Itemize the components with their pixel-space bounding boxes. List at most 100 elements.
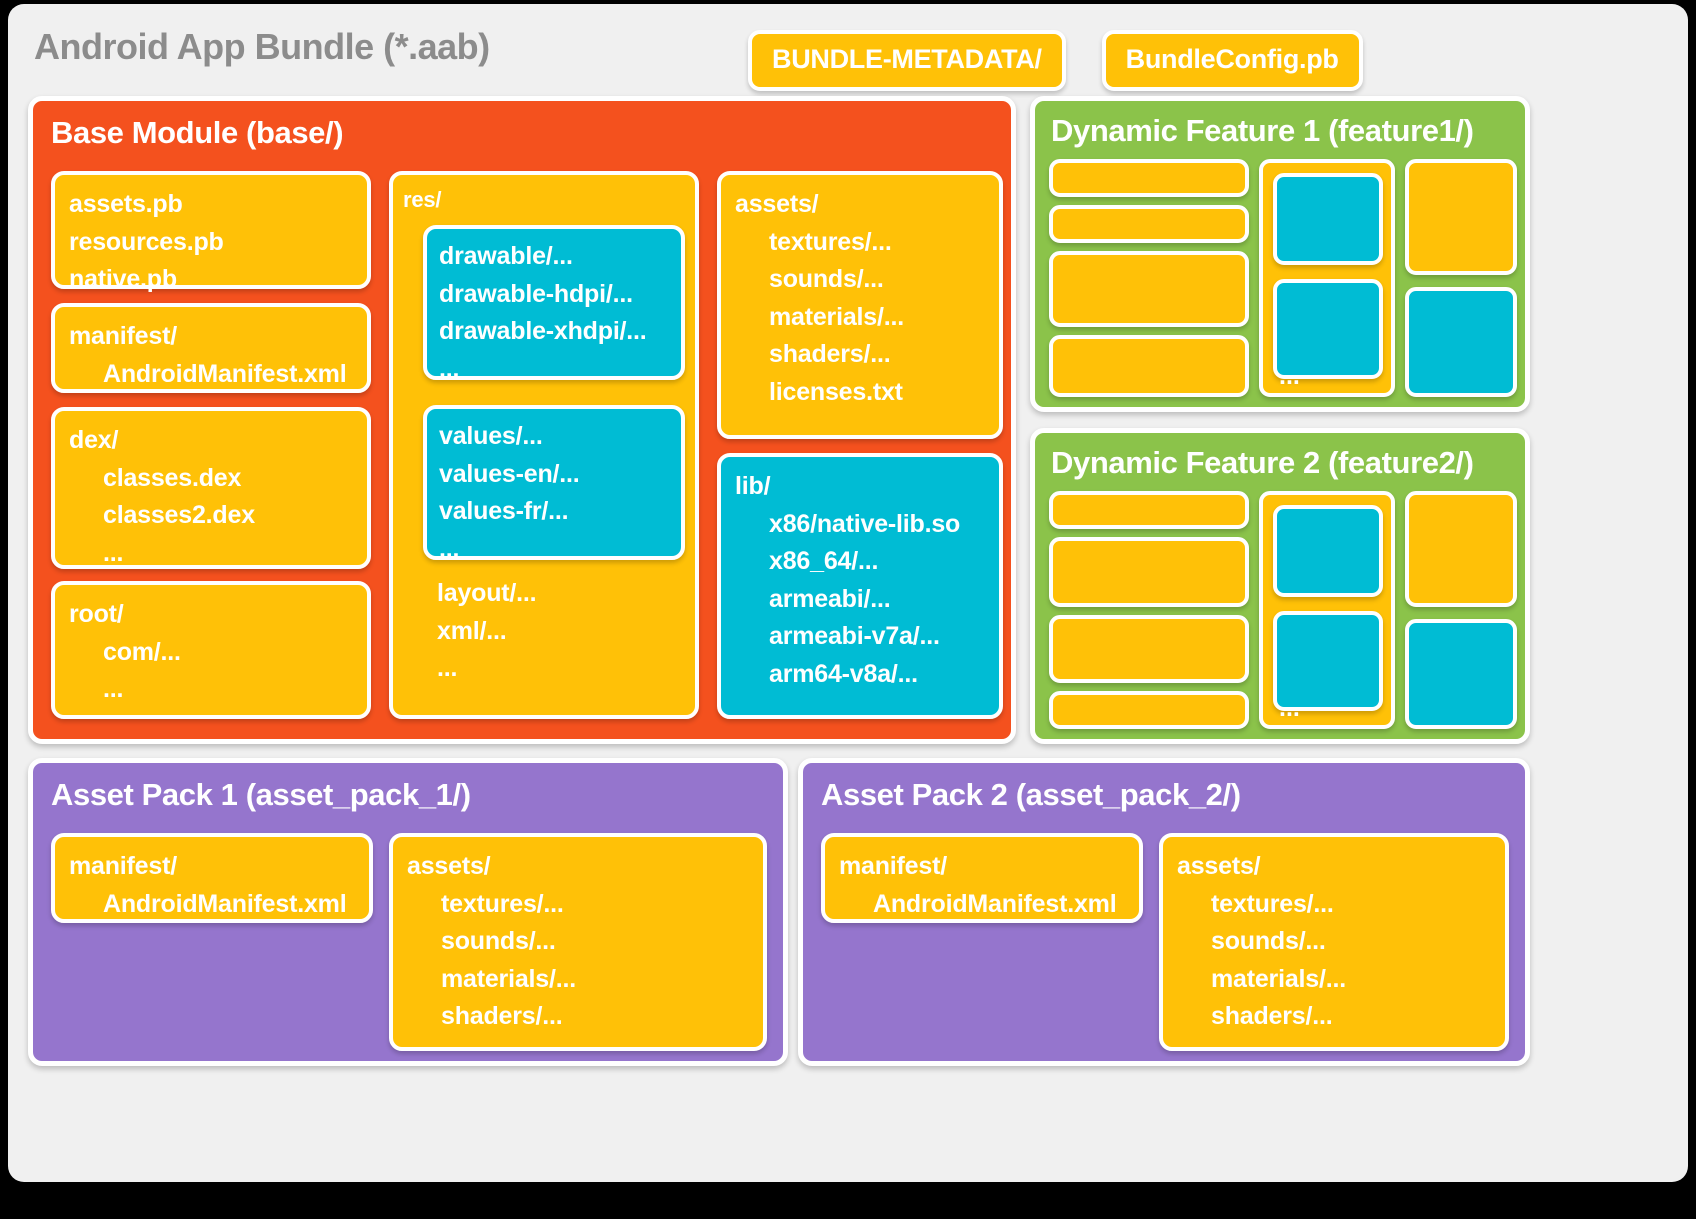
res-ellipsis: ... [437,654,458,682]
drawable-ellipsis: ... [439,354,460,383]
dex-ellipsis: ... [103,538,124,567]
feature1-bar-3[interactable] [1049,251,1249,327]
feature1-right-amber[interactable] [1405,159,1517,275]
ap1-assets-child-materials: materials/... [441,964,576,993]
feature1-cyan-box-1[interactable] [1273,173,1383,265]
res-line-xml: xml/... [437,616,507,645]
feature2-bar-4[interactable] [1049,691,1249,729]
res-extra-lines: layout/... xml/... ... [437,575,537,688]
values-line-2: values-en/... [439,459,580,488]
asset-pack-1-manifest-card[interactable]: manifest/ AndroidManifest.xml [51,833,373,923]
asset-pack-1-assets-card[interactable]: assets/ textures/... sounds/... material… [389,833,767,1051]
dynamic-feature-1-panel[interactable]: Dynamic Feature 1 (feature1/) ... [1030,96,1530,412]
feature2-right-cyan[interactable] [1405,619,1517,729]
feature1-group-card[interactable]: ... [1259,159,1395,397]
bundle-header: Android App Bundle (*.aab) BUNDLE-METADA… [8,4,1688,100]
dex-child-classes2: classes2.dex [103,501,255,529]
protos-line-native: native.pb [69,265,177,293]
asset-pack-2-manifest-card[interactable]: manifest/ AndroidManifest.xml [821,833,1143,923]
ap1-assets-label: assets/ [407,852,491,880]
drawable-line-3: drawable-xhdpi/... [439,317,647,345]
asset-pack-2-title: Asset Pack 2 (asset_pack_2/) [821,777,1241,812]
base-module-title: Base Module (base/) [51,115,344,150]
drawable-line-1: drawable/... [439,242,573,270]
feature2-ellipsis: ... [1279,694,1300,722]
asset-pack-1-title: Asset Pack 1 (asset_pack_1/) [51,777,471,812]
feature2-cyan-box-1[interactable] [1273,505,1383,597]
root-child-com: com/... [103,637,181,666]
drawable-line-2: drawable-hdpi/... [439,279,633,308]
base-root-card[interactable]: root/ com/... ... [51,581,371,719]
feature1-bar-2[interactable] [1049,205,1249,243]
feature2-right-amber[interactable] [1405,491,1517,607]
res-values-box[interactable]: values/... values-en/... values-fr/... .… [423,405,685,563]
dynamic-feature-2-title: Dynamic Feature 2 (feature2/) [1051,445,1474,480]
dex-label: dex/ [69,426,119,454]
ap2-assets-child-sounds: sounds/... [1211,927,1326,955]
asset-pack-2-assets-card[interactable]: assets/ textures/... sounds/... material… [1159,833,1509,1051]
assets-child-sounds: sounds/... [769,265,884,293]
res-label: res/ [403,187,442,212]
manifest-child-androidmanifest: AndroidManifest.xml [103,359,347,388]
root-label: root/ [69,600,124,628]
assets-child-materials: materials/... [769,302,904,331]
ap2-assets-label: assets/ [1177,852,1261,880]
ap2-assets-child-shaders: shaders/... [1211,1002,1333,1030]
badge-bundle-config[interactable]: BundleConfig.pb [1101,30,1363,91]
feature2-bar-2[interactable] [1049,537,1249,607]
feature2-bar-1[interactable] [1049,491,1249,529]
lib-child-arm64-v8a: arm64-v8a/... [769,659,918,688]
protos-line-resources: resources.pb [69,227,224,256]
feature2-group-card[interactable]: ... [1259,491,1395,729]
base-dex-card[interactable]: dex/ classes.dex classes2.dex ... [51,407,371,569]
feature1-cyan-box-2[interactable] [1273,279,1383,379]
assets-child-shaders: shaders/... [769,340,891,368]
feature1-ellipsis: ... [1279,362,1300,390]
base-assets-card[interactable]: assets/ textures/... sounds/... material… [717,171,1003,439]
ap1-manifest-label: manifest/ [69,852,177,880]
dex-child-classes: classes.dex [103,463,242,492]
metadata-badge-group: BUNDLE-METADATA/ BundleConfig.pb [748,30,1363,91]
dynamic-feature-1-title: Dynamic Feature 1 (feature1/) [1051,113,1474,148]
manifest-label: manifest/ [69,322,177,350]
lib-child-x86: x86/native-lib.so [769,509,961,538]
base-manifest-card[interactable]: manifest/ AndroidManifest.xml [51,303,371,393]
asset-pack-1-panel[interactable]: Asset Pack 1 (asset_pack_1/) manifest/ A… [28,758,788,1066]
ap2-assets-child-materials: materials/... [1211,964,1346,993]
res-drawable-box[interactable]: drawable/... drawable-hdpi/... drawable-… [423,225,685,383]
base-protos-card[interactable]: assets.pb resources.pb native.pb [51,171,371,293]
badge-bundle-metadata[interactable]: BUNDLE-METADATA/ [748,30,1066,91]
root-ellipsis: ... [103,675,124,703]
assets-label: assets/ [735,190,819,218]
bundle-canvas: Android App Bundle (*.aab) BUNDLE-METADA… [8,4,1688,1182]
base-res-card[interactable]: res/ drawable/... drawable-hdpi/... draw… [389,171,699,719]
ap2-manifest-child: AndroidManifest.xml [873,889,1117,918]
values-line-1: values/... [439,422,543,450]
feature1-right-cyan[interactable] [1405,287,1517,397]
feature2-cyan-box-2[interactable] [1273,611,1383,711]
base-module-panel[interactable]: Base Module (base/) assets.pb resources.… [28,96,1016,744]
feature2-bar-3[interactable] [1049,615,1249,683]
assets-child-licenses: licenses.txt [769,377,903,406]
lib-child-armeabi-v7a: armeabi-v7a/... [769,622,940,650]
ap2-manifest-label: manifest/ [839,852,947,880]
feature1-bar-1[interactable] [1049,159,1249,197]
dynamic-feature-2-panel[interactable]: Dynamic Feature 2 (feature2/) ... [1030,428,1530,744]
page-title: Android App Bundle (*.aab) [34,26,490,67]
assets-child-textures: textures/... [769,227,892,256]
ap1-assets-child-sounds: sounds/... [441,927,556,955]
base-lib-card[interactable]: lib/ x86/native-lib.so x86_64/... armeab… [717,453,1003,719]
lib-label: lib/ [735,472,771,500]
asset-pack-2-panel[interactable]: Asset Pack 2 (asset_pack_2/) manifest/ A… [798,758,1530,1066]
ap1-manifest-child: AndroidManifest.xml [103,889,347,918]
lib-child-x86-64: x86_64/... [769,547,879,575]
feature1-bar-4[interactable] [1049,335,1249,397]
ap2-assets-child-textures: textures/... [1211,889,1334,918]
protos-line-assets: assets.pb [69,190,183,218]
ap1-assets-child-textures: textures/... [441,889,564,918]
res-line-layout: layout/... [437,579,537,607]
lib-child-armeabi: armeabi/... [769,584,891,613]
values-line-3: values-fr/... [439,497,569,525]
ap1-assets-child-shaders: shaders/... [441,1002,563,1030]
values-ellipsis: ... [439,534,460,563]
